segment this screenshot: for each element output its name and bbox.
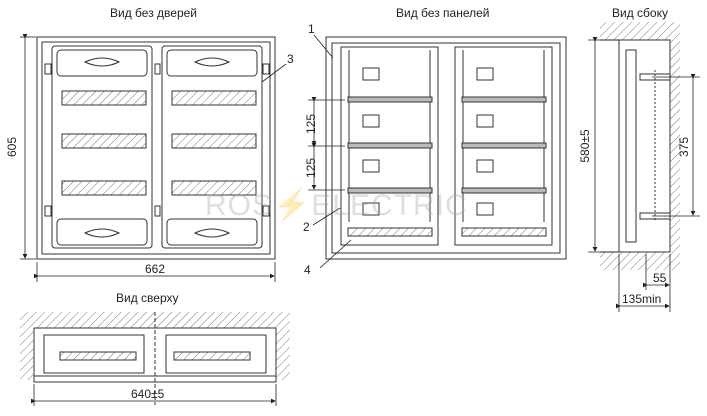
watermark-logo: ROS⚡ELECTRIC [205,189,468,222]
callout-3: 3 [287,52,294,66]
dim-side-depth-inner: 55 [653,271,667,285]
title-side-view: Вид сбоку [612,6,668,20]
callout-4: 4 [304,263,311,277]
callout-1: 1 [308,22,315,36]
title-top-view: Вид сверху [116,291,179,305]
title-without-panels: Вид без панелей [396,6,490,20]
dim-side-hole-spacing: 375 [677,136,691,158]
dim-height-front: 605 [5,136,19,158]
top-view [20,312,290,405]
dim-side-height: 580±5 [578,129,592,163]
dim-side-depth-min: 135min [622,292,662,306]
front-view-no-doors [36,36,276,260]
dim-top-width: 640±5 [131,387,165,401]
title-without-doors: Вид без дверей [110,6,197,20]
dim-module-1: 125 [304,113,318,135]
side-view [600,22,680,270]
dim-module-2: 125 [304,157,318,179]
dim-width-front: 662 [145,262,166,276]
callout-2: 2 [303,220,310,234]
front-view-no-panels [325,36,567,260]
